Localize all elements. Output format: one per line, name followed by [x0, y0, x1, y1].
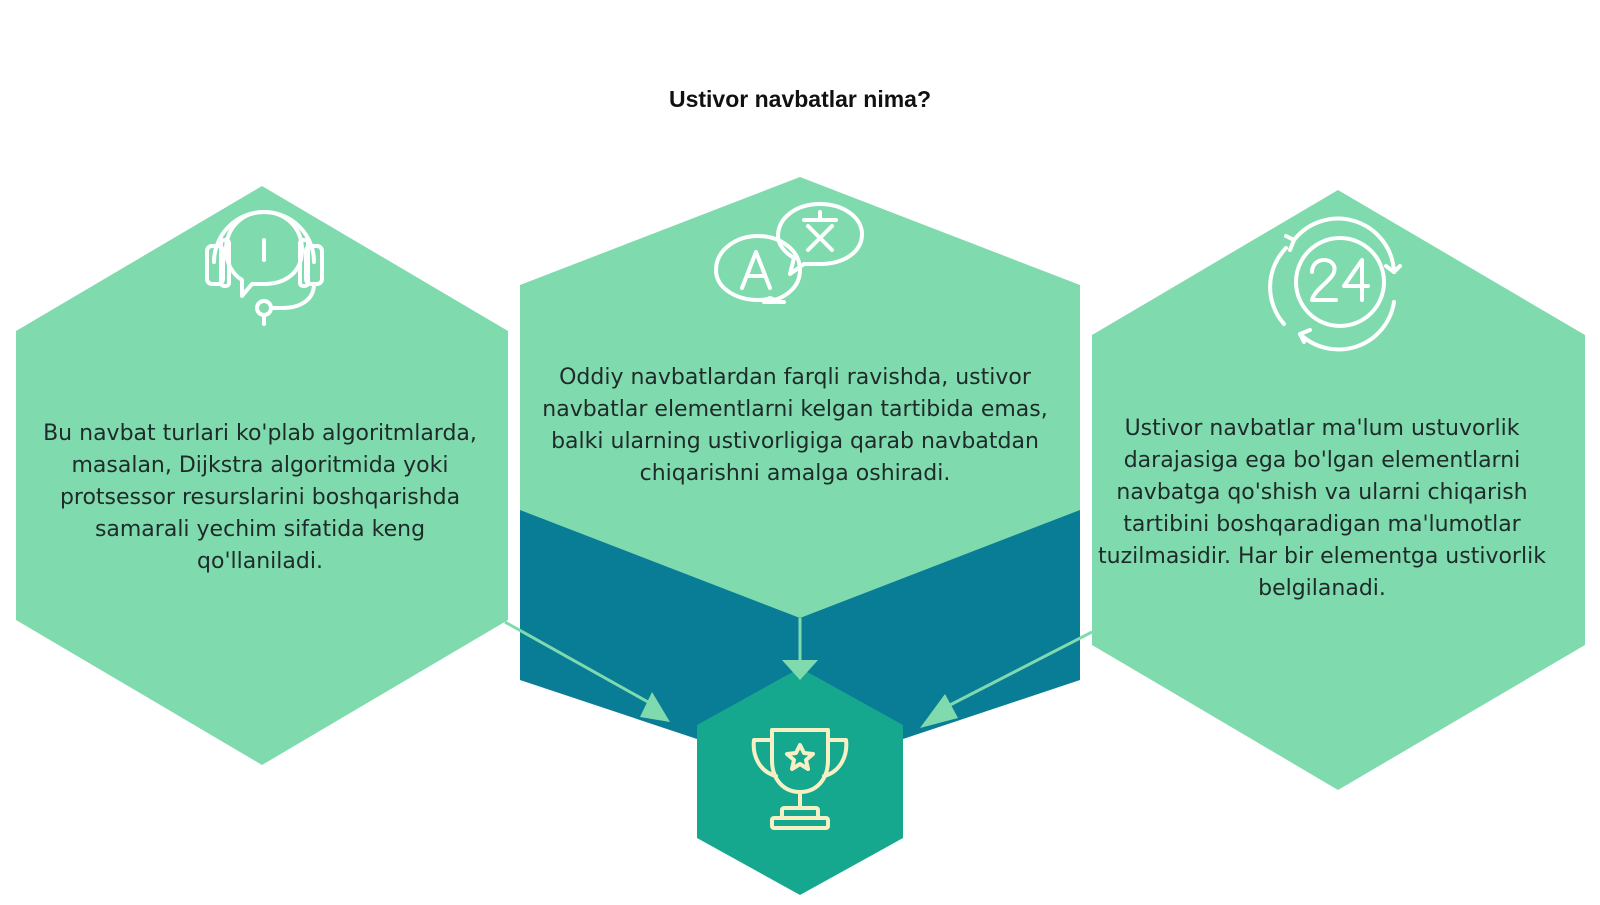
hexagon-right-text: Ustivor navbatlar ma'lum ustuvorlik dara… [1098, 416, 1546, 601]
hexagon-left [16, 186, 508, 765]
hexagon-center-text: Oddiy navbatlardan farqli ravishda, usti… [542, 365, 1048, 486]
hexagon-center [520, 177, 1080, 618]
hexagon-result [697, 668, 903, 895]
translate-icon [714, 202, 864, 304]
trophy-icon [751, 728, 849, 830]
hexagon-left-text: Bu navbat turlari ko'plab algoritmlarda,… [43, 421, 477, 574]
headset-icon [205, 210, 324, 326]
clock-24-icon [1268, 216, 1402, 352]
page-title: Ustivor navbatlar nima? [668, 86, 932, 112]
arrow-left [504, 620, 670, 722]
arrow-center [782, 618, 818, 680]
arrow-right [920, 630, 1093, 728]
hexagon-right [1092, 190, 1585, 790]
